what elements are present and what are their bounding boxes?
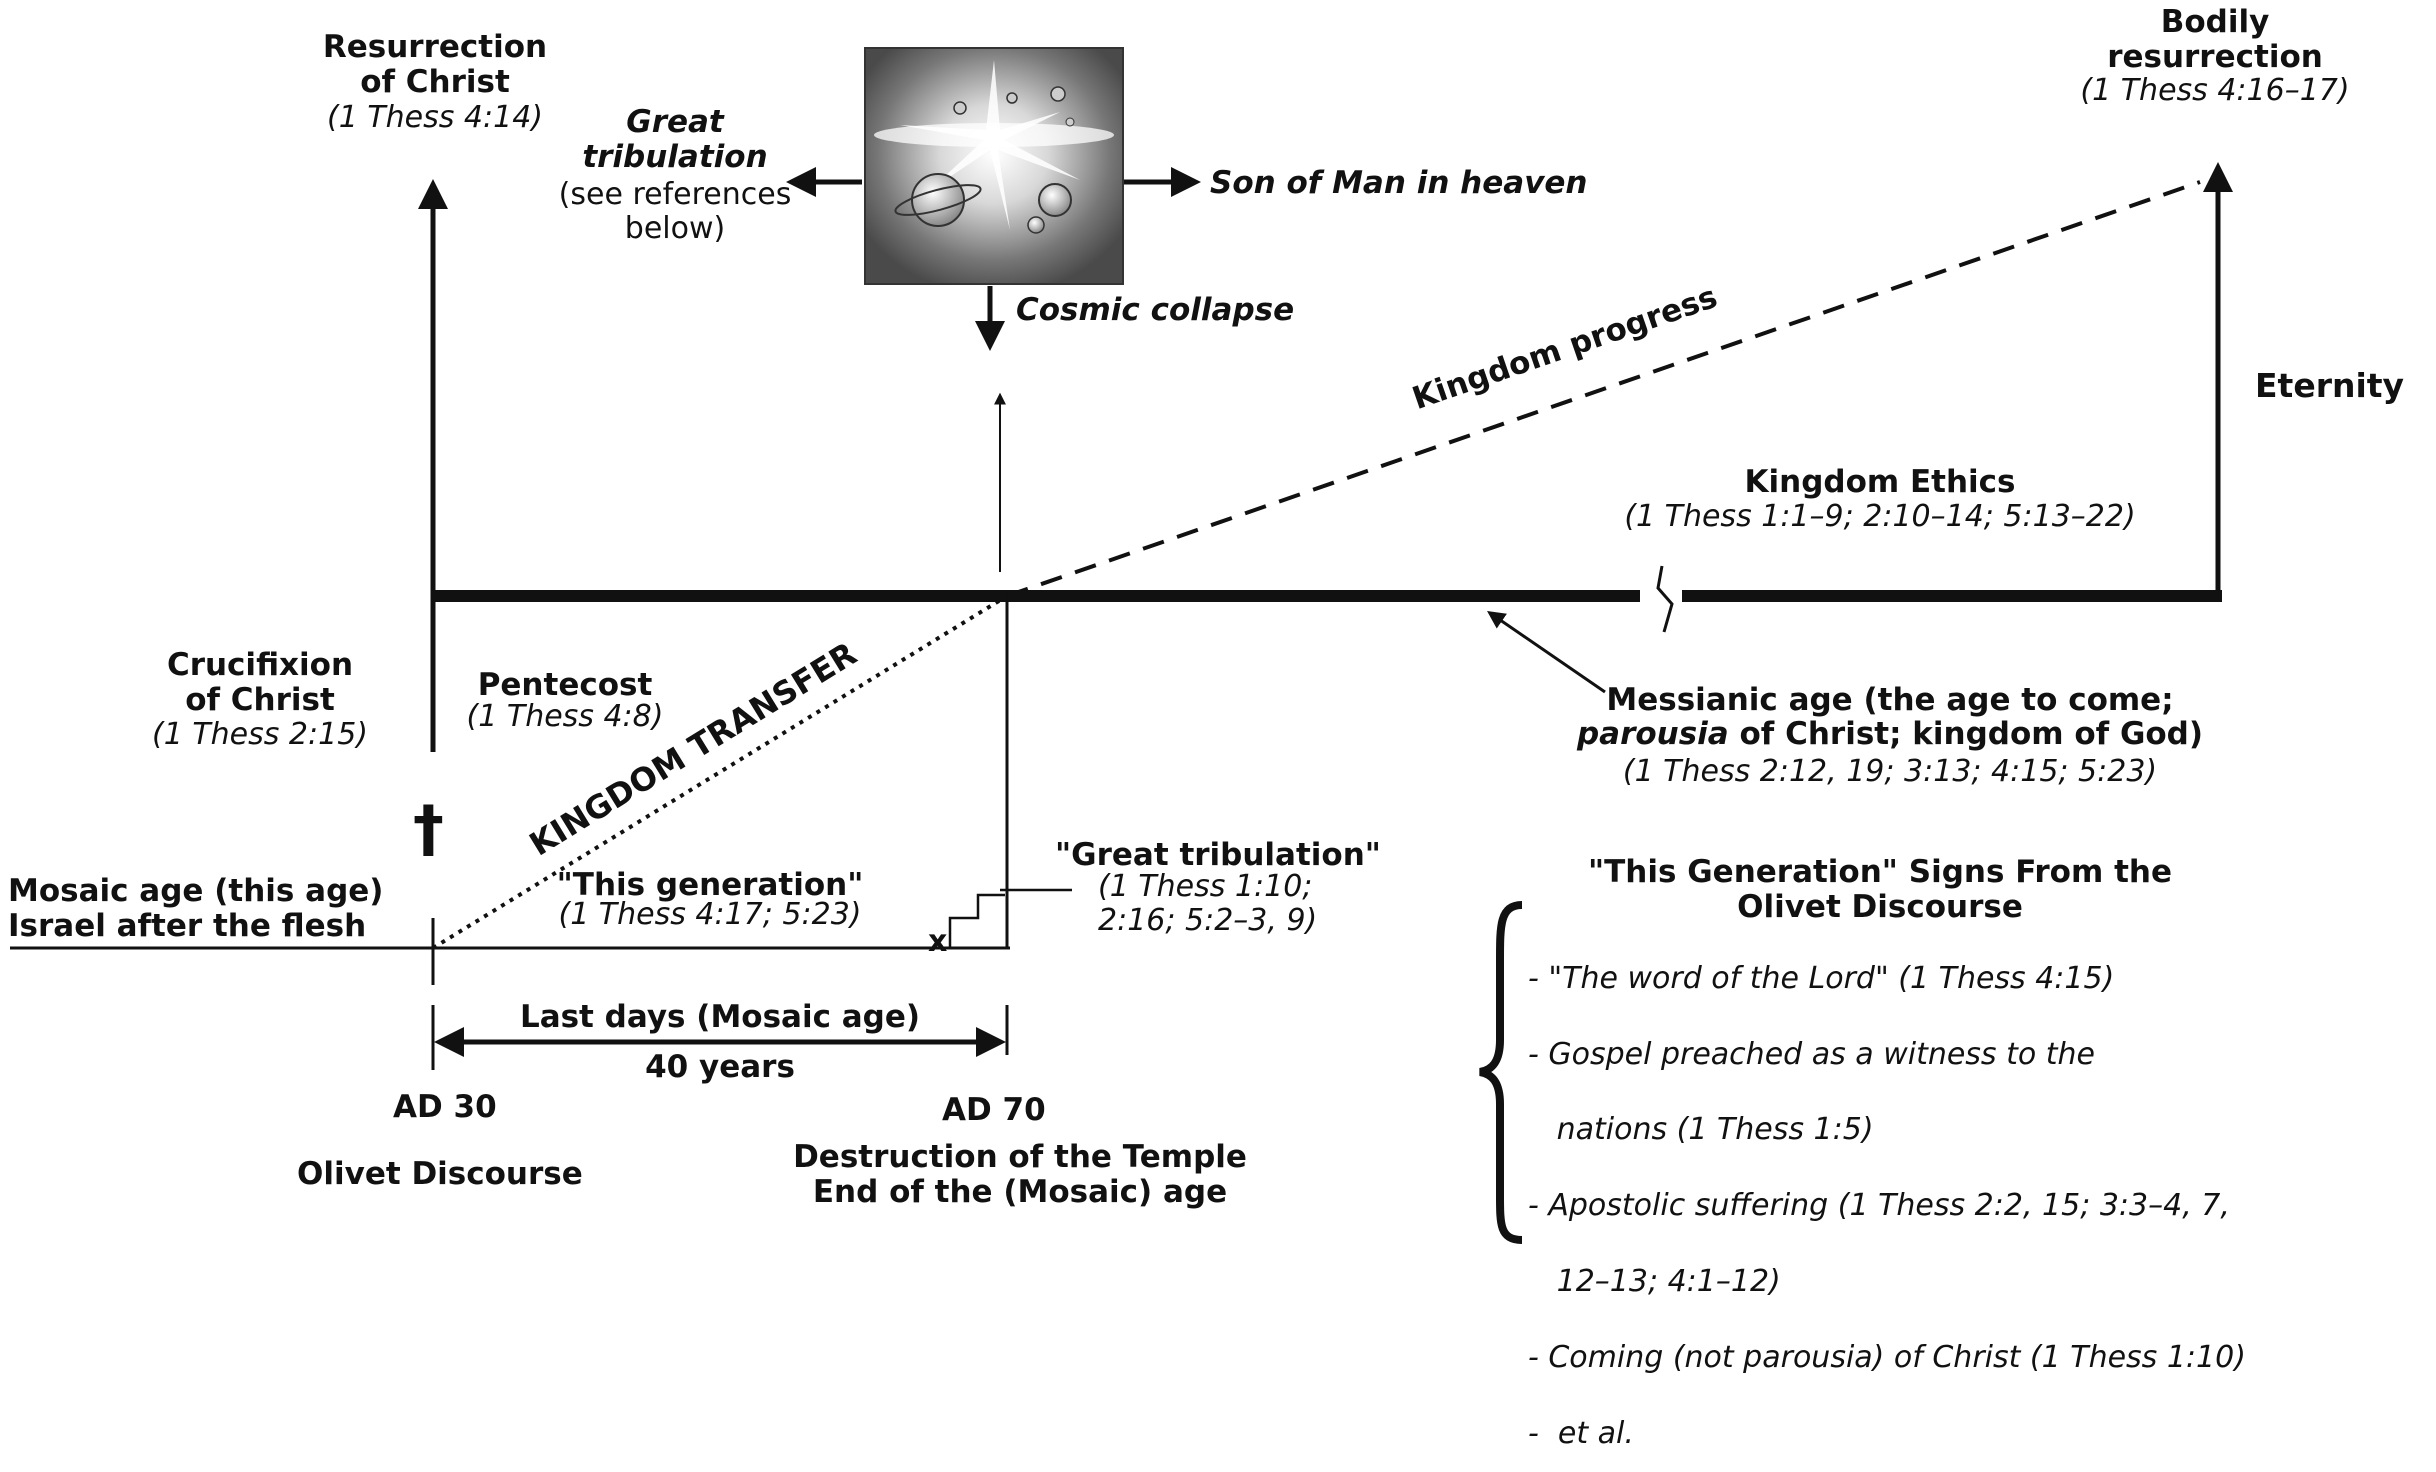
great-trib-title-line-2: tribulation: [582, 138, 768, 175]
signs-title: "This Generation" Signs From the Olivet …: [1530, 855, 2230, 924]
kingdom-progress-line: [1006, 180, 2201, 598]
this-generation-ref: (1 Thess 4:17; 5:23): [558, 897, 862, 932]
great-trib-title-line-1: Great: [626, 104, 724, 140]
great-trib-quote: "Great tribulation": [1055, 837, 1381, 873]
kingdom-ethics-ref: (1 Thess 1:1–9; 2:10–14; 5:13–22): [1624, 499, 2136, 534]
great-trib-ref-line-1: (1 Thess 1:10;: [1098, 869, 1313, 904]
cosmic-collapse-image: [864, 47, 1124, 285]
signs-list-item: - et al.: [1528, 1415, 1634, 1451]
messianic-age-subtitle: parousia of Christ; kingdom of God): [1560, 717, 2220, 752]
parousia-word: parousia: [1576, 716, 1729, 752]
signs-list-item: nations (1 Thess 1:5): [1528, 1112, 1874, 1148]
timeline-diagram: [10, 47, 2233, 1244]
great-trib-title: Great tribulation: [555, 105, 795, 174]
crucifixion-title: Crucifixion of Christ: [120, 648, 400, 717]
eternity-label: Eternity: [2255, 366, 2405, 405]
bodily-ref: (1 Thess 4:16–17): [2080, 73, 2350, 108]
crucifixion-ref: (1 Thess 2:15): [152, 717, 368, 752]
great-trib-note: (see references below): [535, 178, 815, 245]
tribulation-stairs: [948, 893, 1005, 948]
signs-list-item: - Apostolic suffering (1 Thess 2:2, 15; …: [1528, 1188, 2230, 1224]
signs-title-line-1: "This Generation" Signs From the: [1587, 854, 2172, 890]
last-days-label: Last days (Mosaic age): [519, 999, 921, 1035]
signs-list-item: 12–13; 4:1–12): [1528, 1264, 1781, 1300]
kingdom-ethics-title: Kingdom Ethics: [1744, 464, 2016, 500]
break-icon: [1656, 565, 1674, 633]
messianic-age-title: Messianic age (the age to come;: [1606, 682, 2174, 718]
signs-list: - "The word of the Lord" (1 Thess 4:15) …: [1528, 923, 2246, 1472]
destruction-line-2: End of the (Mosaic) age: [812, 1173, 1228, 1210]
forty-years-label: 40 years: [645, 1049, 795, 1085]
brace-icon: [1479, 901, 1523, 1244]
olivet-discourse-label: Olivet Discourse: [297, 1156, 583, 1192]
son-of-man-label: Son of Man in heaven: [1210, 165, 1588, 201]
great-trib-note-line-1: (see references: [558, 177, 792, 212]
destruction-line-1: Destruction of the Temple: [793, 1139, 1247, 1175]
kingdom-transfer-line: [431, 594, 1009, 950]
messianic-age-ref: (1 Thess 2:12, 19; 3:13; 4:15; 5:23): [1622, 754, 2158, 789]
signs-list-item: - Gospel preached as a witness to the: [1528, 1036, 2095, 1072]
bodily-title-line-2: resurrection: [2107, 38, 2323, 75]
mosaic-age-line-2: Israel after the flesh: [8, 907, 367, 944]
great-trib-ref-line-2: 2:16; 5:2–3, 9): [1098, 902, 1318, 938]
bodily-title: Bodily resurrection: [2080, 5, 2350, 74]
mosaic-age-line-1: Mosaic age (this age): [8, 873, 384, 909]
this-generation-title: "This generation": [556, 867, 864, 903]
resurrection-title: Resurrection of Christ: [300, 30, 570, 99]
messianic-pointer-arrow: [1487, 610, 1606, 694]
pentecost-title: Pentecost: [477, 667, 653, 703]
ad30-label: AD 30: [393, 1089, 497, 1125]
cosmic-collapse-label: Cosmic collapse: [1016, 292, 1295, 328]
resurrection-ref: (1 Thess 4:14): [327, 100, 543, 135]
cross-icon: †: [413, 792, 444, 865]
signs-title-line-2: Olivet Discourse: [1737, 888, 2023, 925]
messianic-age-subtitle-rest: of Christ; kingdom of God): [1728, 716, 2204, 752]
mosaic-age-label: Mosaic age (this age) Israel after the f…: [8, 874, 383, 943]
signs-list-item: - Coming (not parousia) of Christ (1 The…: [1528, 1339, 2246, 1375]
crucifixion-title-line-1: Crucifixion: [166, 647, 354, 683]
destruction-label: Destruction of the Temple End of the (Mo…: [740, 1140, 1300, 1209]
ad70-label: AD 70: [942, 1092, 1046, 1128]
great-trib-ref: (1 Thess 1:10; 2:16; 5:2–3, 9): [1098, 870, 1317, 937]
great-trib-note-line-2: below): [624, 210, 726, 246]
x-mark: x: [928, 924, 948, 959]
pentecost-ref: (1 Thess 4:8): [466, 699, 664, 734]
crucifixion-title-line-2: of Christ: [185, 681, 335, 718]
resurrection-title-line-1: Resurrection: [322, 29, 548, 65]
resurrection-title-line-2: of Christ: [360, 63, 510, 100]
signs-list-item: - "The word of the Lord" (1 Thess 4:15): [1528, 960, 2115, 996]
bodily-title-line-1: Bodily: [2160, 4, 2270, 40]
